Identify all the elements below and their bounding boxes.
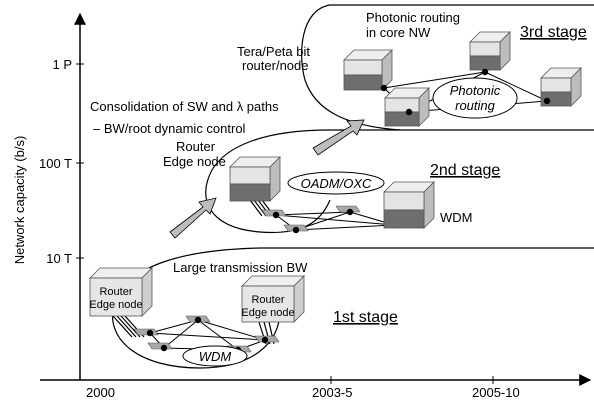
stage3-caption-line1: Photonic routing (366, 10, 460, 25)
stage3-core-node-3 (469, 31, 511, 71)
stage1-router-b (241, 275, 305, 323)
stage3-title: 3rd stage (520, 24, 587, 41)
stage1-router-a-line1: Router (99, 286, 132, 298)
stage2-wdm-node (383, 181, 435, 229)
consolidation-line2: – BW/root dynamic control (93, 121, 246, 136)
stage1-to-2-arrow (169, 197, 217, 239)
stage1-wdm-ellipse (182, 345, 248, 367)
stage1-boundary (111, 247, 594, 369)
progression-arrows (169, 119, 365, 239)
stage2-oadm-ellipse (287, 171, 385, 195)
stage3-core-node-1 (343, 49, 393, 91)
y-axis-label: Network capacity (b/s) (12, 136, 27, 265)
stage1-router-a (89, 267, 153, 317)
stage2-router (229, 156, 281, 202)
stage1-router-b-line1: Router (251, 294, 284, 306)
stage1-router-a-line2: Edge node (89, 299, 142, 311)
stage3-core-node-2 (384, 87, 430, 127)
stage3-photonic-ellipse (432, 77, 518, 119)
y-tick-label-100t: 100 T (39, 156, 72, 171)
y-tick-label-10t: 10 T (46, 251, 72, 266)
x-tick-label-2005-10: 2005-10 (472, 385, 520, 400)
stage1-router-b-line2: Edge node (241, 307, 294, 319)
stage2-router-line1: Router (176, 139, 216, 154)
stage3-photonic-label-1: Photonic (450, 83, 501, 98)
stage3-core-node-4 (540, 67, 582, 107)
stage1-caption: Large transmission BW (173, 260, 308, 275)
y-tick-label-1p: 1 P (52, 57, 72, 72)
stage2-router-line2: Edge node (163, 154, 226, 169)
stage1-network: Router Edge node Router Edge node WDM La… (89, 260, 398, 367)
axes: 1 P 100 T 10 T 2000 2003-5 2005-10 Netwo… (12, 12, 592, 400)
stage3-photonic-label-2: routing (455, 98, 496, 113)
stage2-wdm-label: WDM (440, 210, 473, 225)
stage3-caption-line2: in core NW (366, 25, 431, 40)
stage3-node-line1: Tera/Peta bit (237, 44, 310, 59)
stage1-title: 1st stage (333, 309, 398, 326)
stage2-to-3-arrow (312, 119, 365, 156)
stage1-wdm-label: WDM (199, 349, 232, 364)
stage2-title: 2nd stage (430, 162, 500, 179)
x-tick-label-2000: 2000 (86, 385, 115, 400)
x-tick-label-2003-5: 2003-5 (312, 385, 352, 400)
consolidation-line1: Consolidation of SW and λ paths (90, 99, 279, 114)
stage2-oadm-label: OADM/OXC (301, 176, 372, 191)
stage3-node-line2: router/node (242, 58, 309, 73)
stage2-network: Router Edge node OADM/OXC WDM 2nd stage (163, 139, 500, 234)
stage3-network: Photonic routing Photonic routing in cor… (237, 10, 587, 127)
